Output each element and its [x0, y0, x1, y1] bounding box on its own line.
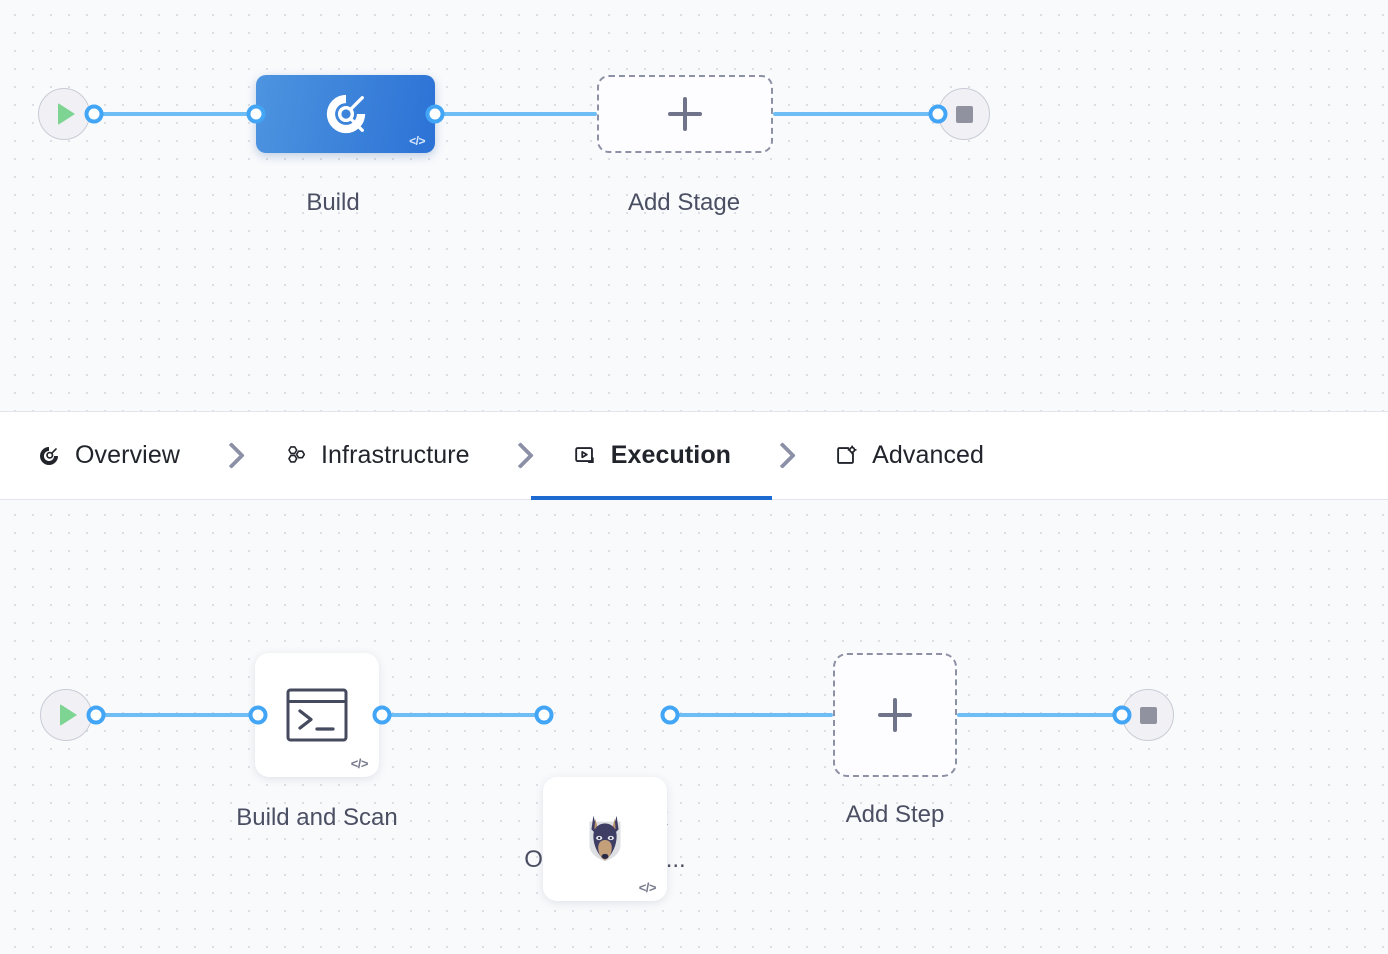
tab-separator-2: [476, 442, 566, 469]
add-stage-button[interactable]: [597, 75, 773, 153]
stage-build-out-port[interactable]: [425, 104, 445, 124]
stage-build-in-port[interactable]: [246, 104, 266, 124]
stage-start-port[interactable]: [84, 104, 104, 124]
step-node-ingest-snyk[interactable]: </>: [543, 777, 667, 901]
stop-icon: [955, 105, 973, 123]
overview-icon: [36, 443, 62, 469]
infrastructure-icon: [282, 443, 308, 469]
stage-end-port[interactable]: [928, 104, 948, 124]
step-link-1-2: [382, 713, 544, 717]
step-link-add-end: [957, 713, 1122, 717]
step-1-out-port[interactable]: [372, 705, 392, 725]
step-1-in-port[interactable]: [248, 705, 268, 725]
step-link-2-add: [670, 713, 833, 717]
step-label-build-and-scan: Build and Scan: [236, 804, 398, 831]
tab-separator-1: [186, 442, 276, 469]
advanced-icon: [833, 443, 859, 469]
tab-overview[interactable]: Overview: [30, 412, 186, 499]
chevron-right-icon: [768, 442, 796, 469]
tab-separator-3: [737, 442, 827, 469]
ci-build-icon: [323, 91, 369, 137]
chevron-right-icon: [507, 442, 535, 469]
tab-advanced[interactable]: Advanced: [827, 412, 990, 499]
terminal-icon: [286, 688, 348, 742]
stage-link-start-build: [94, 112, 256, 116]
step-link-start-1: [96, 713, 258, 717]
stage-config-tabs: Overview Infrastructure: [0, 411, 1388, 500]
step-end-port[interactable]: [1112, 705, 1132, 725]
step-node-build-and-scan[interactable]: </>: [255, 653, 379, 777]
stop-icon: [1139, 706, 1157, 724]
stage-graph-canvas[interactable]: </> Build Add Stage: [0, 0, 1388, 411]
code-badge-icon: </>: [350, 756, 369, 771]
code-badge-icon: </>: [409, 134, 425, 148]
chevron-right-icon: [217, 442, 245, 469]
tab-active-underline: [530, 496, 773, 500]
add-stage-label: Add Stage: [627, 189, 741, 216]
tab-execution-label: Execution: [610, 441, 732, 469]
tab-overview-label: Overview: [75, 441, 180, 469]
step-2-out-port[interactable]: [660, 705, 680, 725]
step-graph-canvas[interactable]: </>: [0, 500, 1388, 954]
play-icon: [58, 103, 75, 125]
play-icon: [60, 704, 77, 726]
execution-icon: [572, 443, 598, 469]
tab-infrastructure[interactable]: Infrastructure: [276, 412, 476, 499]
stage-link-build-add: [435, 112, 597, 116]
step-2-in-port[interactable]: [534, 705, 554, 725]
stage-start-node[interactable]: [38, 88, 90, 140]
add-step-button[interactable]: [833, 653, 957, 777]
tab-execution[interactable]: Execution: [530, 412, 773, 500]
step-start-port[interactable]: [86, 705, 106, 725]
stage-label-build: Build: [306, 189, 360, 216]
tab-advanced-label: Advanced: [872, 441, 985, 469]
plus-icon: [668, 97, 702, 131]
stage-node-build[interactable]: </>: [256, 75, 435, 153]
stage-link-add-end: [773, 112, 938, 116]
add-step-label: Add Step: [845, 801, 945, 828]
tab-infrastructure-label: Infrastructure: [321, 441, 470, 469]
plus-icon: [878, 698, 912, 732]
code-badge-icon: </>: [638, 880, 657, 895]
step-start-node[interactable]: [40, 689, 92, 741]
snyk-doberman-icon: [574, 808, 636, 870]
